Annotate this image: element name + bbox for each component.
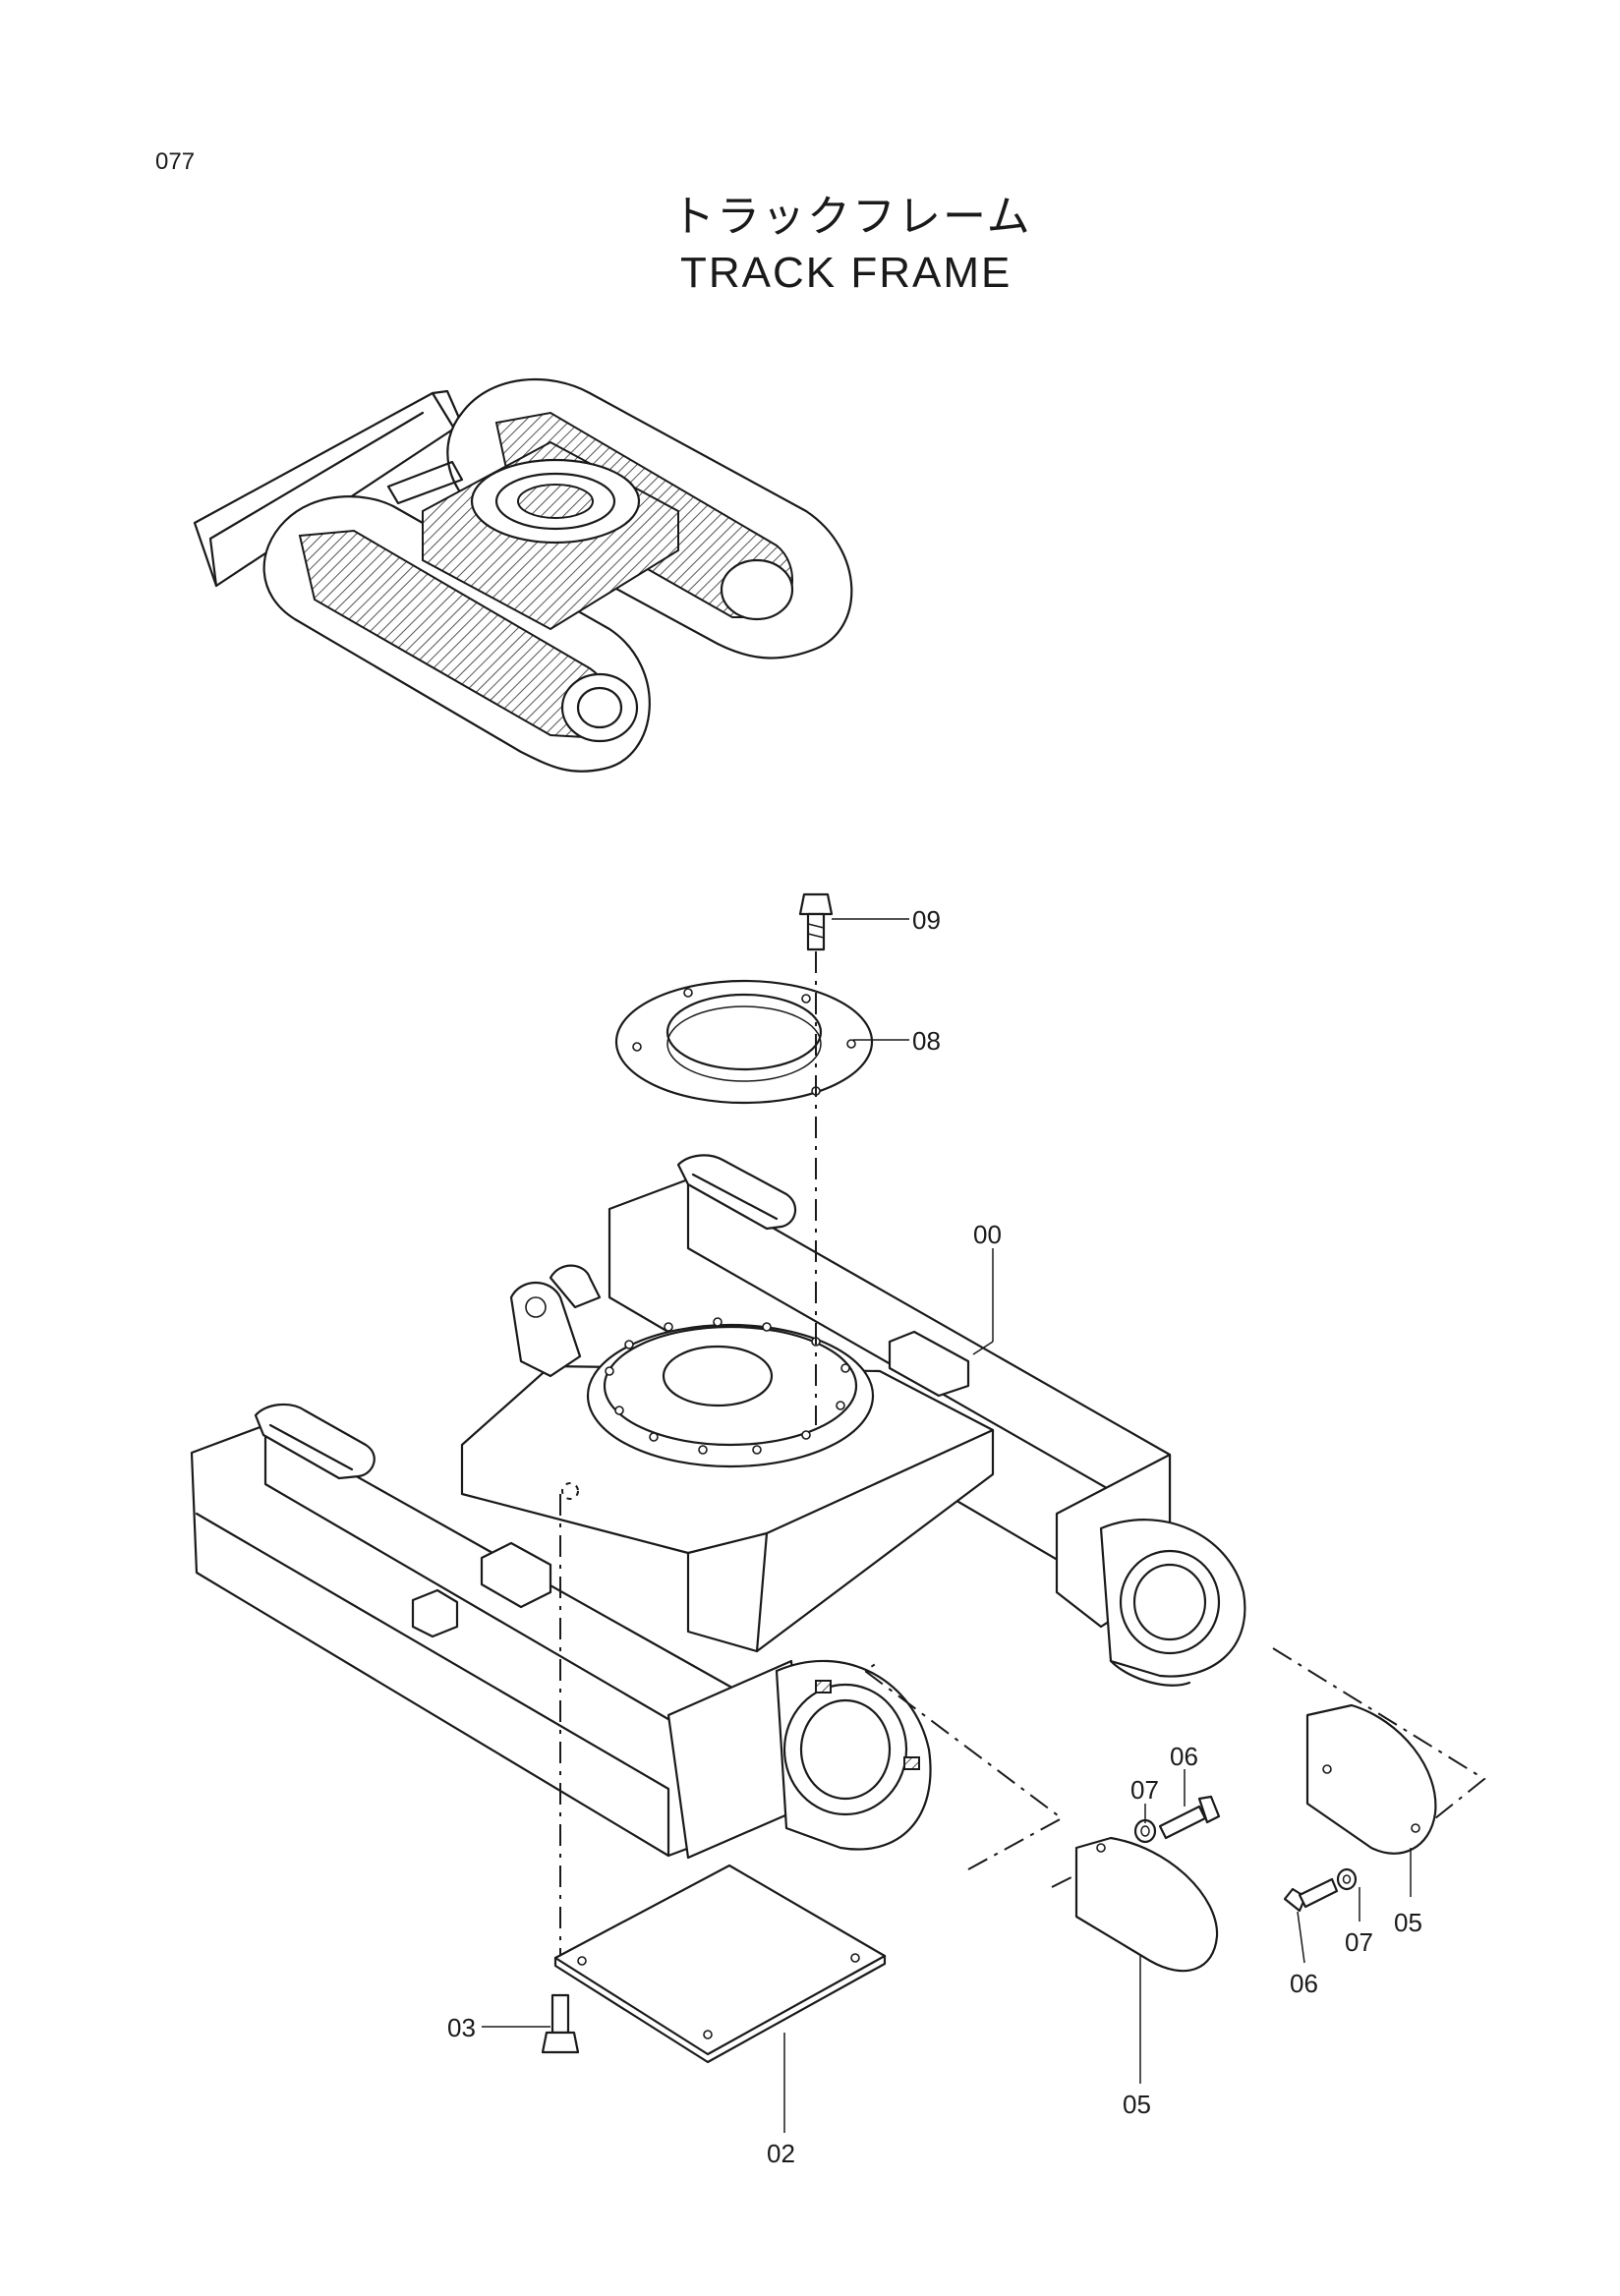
callout-07-right: 07 <box>1345 1927 1373 1957</box>
callout-02: 02 <box>767 2139 795 2168</box>
bearing-cover-plate-08 <box>614 979 874 1105</box>
callout-07-left: 07 <box>1130 1775 1159 1805</box>
callout-05-right: 05 <box>1394 1908 1422 1937</box>
cover-plate-05-right <box>1305 1703 1437 1855</box>
track-frame-main-body <box>190 1154 1246 1860</box>
bolt-09 <box>798 892 834 951</box>
callout-03: 03 <box>447 2013 476 2042</box>
bolt-06-right <box>1283 1867 1358 1913</box>
overview-undercarriage-illustration <box>193 377 853 773</box>
bolt-03 <box>541 1993 580 2054</box>
callout-00: 00 <box>973 1220 1002 1249</box>
callout-06-left: 06 <box>1170 1742 1198 1771</box>
under-cover-02 <box>553 1864 887 2064</box>
callout-08: 08 <box>912 1026 941 1056</box>
cover-plate-05-left <box>1074 1836 1219 1973</box>
page-title-english: TRACK FRAME <box>680 249 1012 297</box>
leader-lines <box>482 918 1412 2133</box>
callout-06-right: 06 <box>1290 1969 1318 1998</box>
page-number: 077 <box>155 148 195 175</box>
page-title-japanese: トラックフレーム <box>671 192 1032 242</box>
callout-05-left: 05 <box>1123 2090 1151 2119</box>
callout-09: 09 <box>912 905 941 935</box>
slew-ring-bolt-holes <box>605 1317 850 1455</box>
